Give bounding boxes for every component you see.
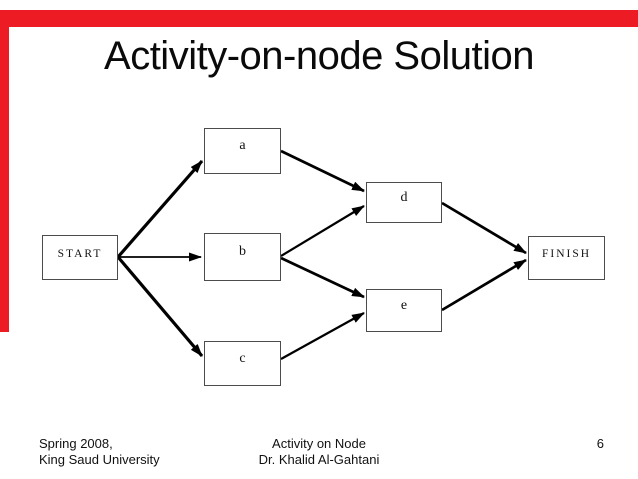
- node-label-e: e: [400, 297, 408, 313]
- edge-group: [116, 149, 527, 360]
- node-d: d: [366, 182, 442, 223]
- edge-b-e: [280, 256, 365, 299]
- node-a: a: [204, 128, 281, 174]
- node-label-a: a: [239, 138, 246, 153]
- footer-center-line1: Activity on Node: [272, 436, 366, 451]
- node-label-start: START: [57, 247, 103, 260]
- edge-b-d: [280, 205, 365, 257]
- node-label-c: c: [239, 350, 246, 366]
- slide-title: Activity-on-node Solution: [104, 34, 534, 78]
- edge-d-finish: [441, 201, 527, 255]
- edge-start-c: [116, 255, 204, 358]
- footer-left: Spring 2008, King Saud University: [39, 436, 160, 467]
- red-left-bar: [0, 10, 9, 332]
- node-label-b: b: [239, 244, 246, 259]
- node-e: e: [366, 289, 442, 332]
- footer-center-line2: Dr. Khalid Al-Gahtani: [258, 451, 380, 467]
- node-label-d: d: [400, 189, 408, 205]
- footer-left-line1: Spring 2008,: [39, 436, 113, 451]
- edge-a-d: [280, 149, 365, 193]
- node-c: c: [204, 341, 281, 386]
- node-finish: FINISH: [528, 236, 605, 280]
- edge-e-finish: [441, 258, 527, 312]
- edge-c-e: [280, 312, 365, 360]
- edge-start-a: [116, 159, 204, 259]
- node-start: START: [42, 235, 118, 280]
- node-label-finish: FINISH: [541, 248, 592, 260]
- node-b: b: [204, 233, 281, 281]
- footer-left-line2: King Saud University: [39, 451, 160, 467]
- footer-center: Activity on Node Dr. Khalid Al-Gahtani: [0, 436, 638, 467]
- page-number: 6: [596, 436, 604, 451]
- red-top-bar: [0, 10, 638, 27]
